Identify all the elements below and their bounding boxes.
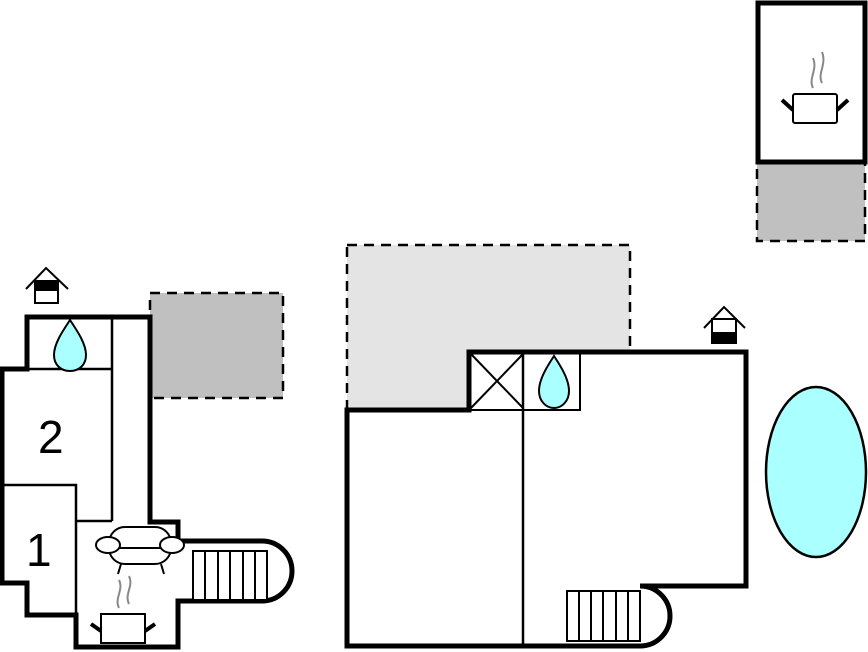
swimming-pool (764, 385, 868, 559)
right-house-outer-wall (344, 349, 749, 649)
entrance-icon (25, 266, 69, 304)
cooking-pot-icon (89, 575, 157, 644)
cooking-pot-icon-2 (780, 51, 850, 124)
wall-room1 (2, 483, 78, 647)
left-house: 2 1 (0, 314, 295, 650)
fireplace-x-icon (470, 353, 524, 409)
outdoor-kitchen (755, 0, 868, 165)
right-house (344, 349, 749, 649)
wall-bath-box (469, 352, 581, 411)
terrace-top-right (755, 160, 867, 243)
water-drop-icon-2 (537, 354, 571, 410)
entrance-icon-2 (703, 305, 746, 344)
room-label-1: 1 (26, 524, 52, 576)
water-drop-icon (52, 318, 88, 373)
room-label-2: 2 (38, 411, 64, 463)
staircase-icon-2 (566, 590, 641, 642)
terrace-left (148, 291, 285, 400)
sofa-icon (95, 526, 185, 575)
staircase-icon (192, 550, 268, 601)
